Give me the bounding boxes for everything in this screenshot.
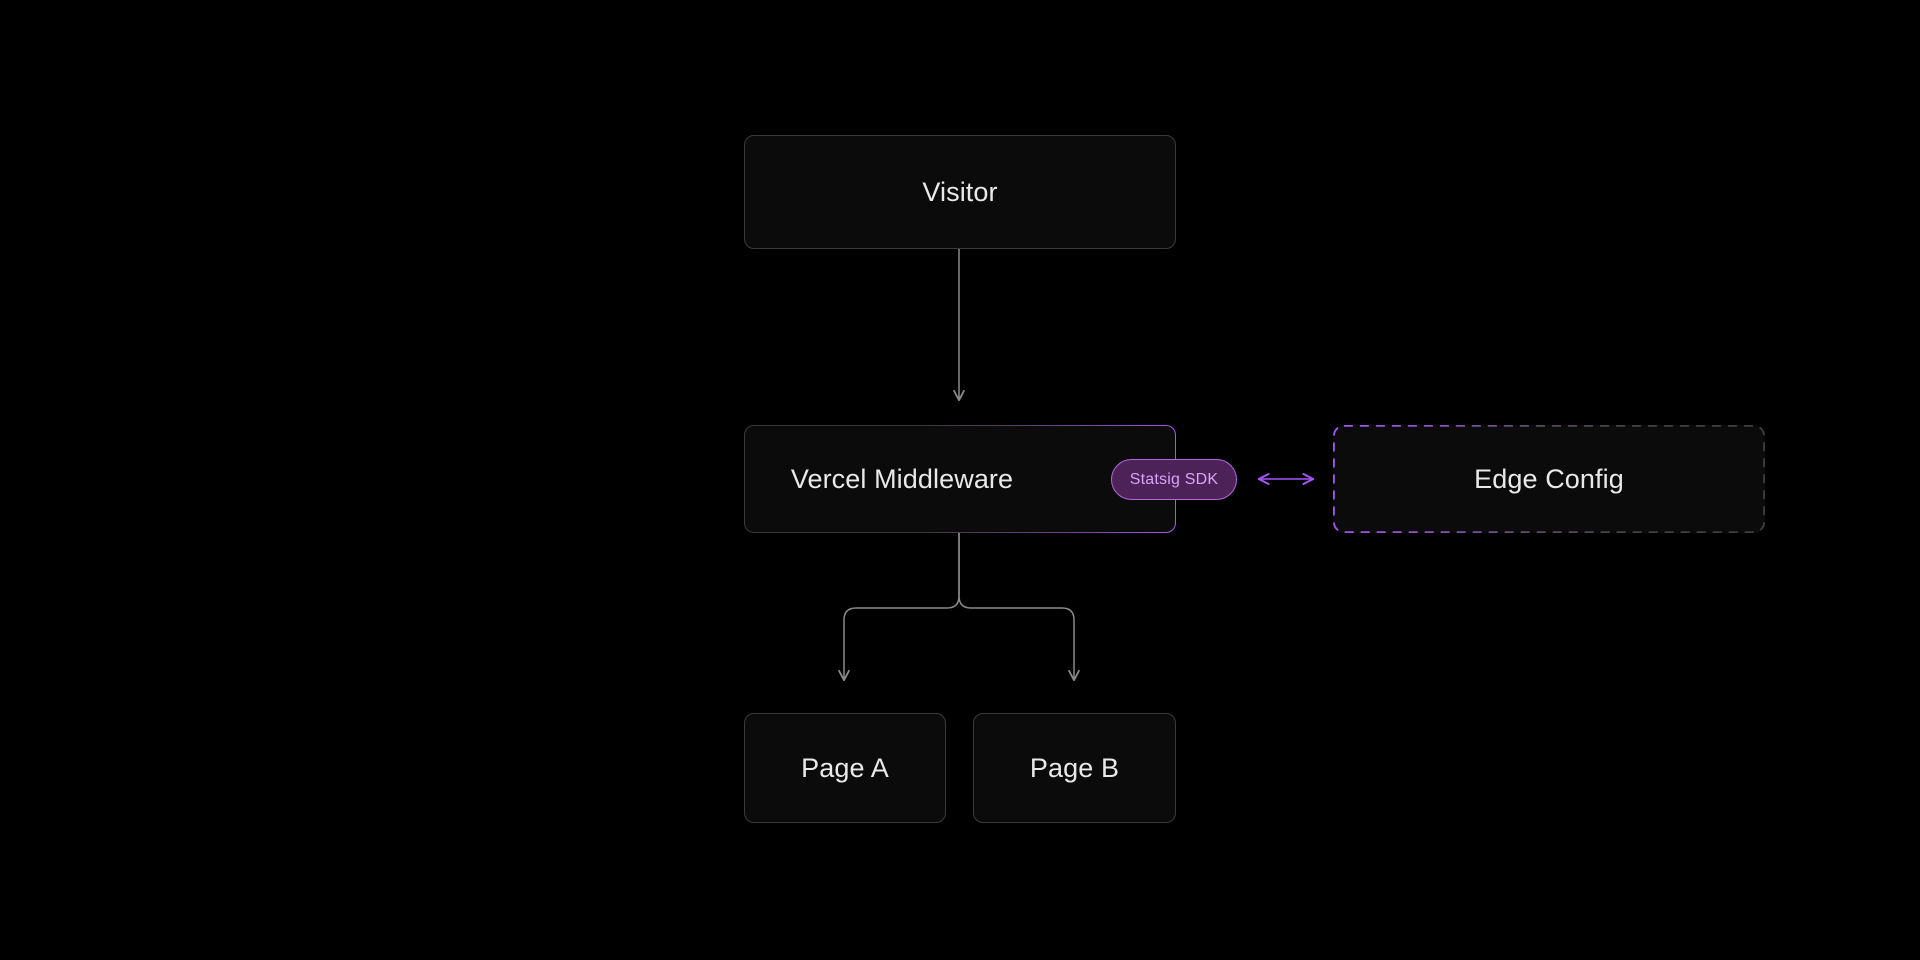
node-page-b[interactable]: Page B (973, 713, 1176, 823)
node-page-a[interactable]: Page A (744, 713, 946, 823)
node-page-a-label: Page A (801, 752, 889, 783)
node-edge-config[interactable]: Edge Config (1333, 425, 1765, 533)
node-visitor[interactable]: Visitor (744, 135, 1176, 249)
edge-middleware-to-page-a (838, 532, 960, 682)
node-edge-config-label: Edge Config (1474, 463, 1624, 494)
node-visitor-label: Visitor (922, 176, 998, 207)
badge-statsig-sdk-label: Statsig SDK (1129, 470, 1219, 488)
node-vercel-middleware[interactable]: Vercel Middleware (744, 425, 1176, 533)
node-vercel-middleware-label: Vercel Middleware (790, 463, 1014, 494)
badge-statsig-sdk[interactable]: Statsig SDK (1111, 459, 1237, 500)
edge-middleware-to-page-b (958, 532, 1080, 682)
node-page-b-label: Page B (1029, 752, 1120, 783)
